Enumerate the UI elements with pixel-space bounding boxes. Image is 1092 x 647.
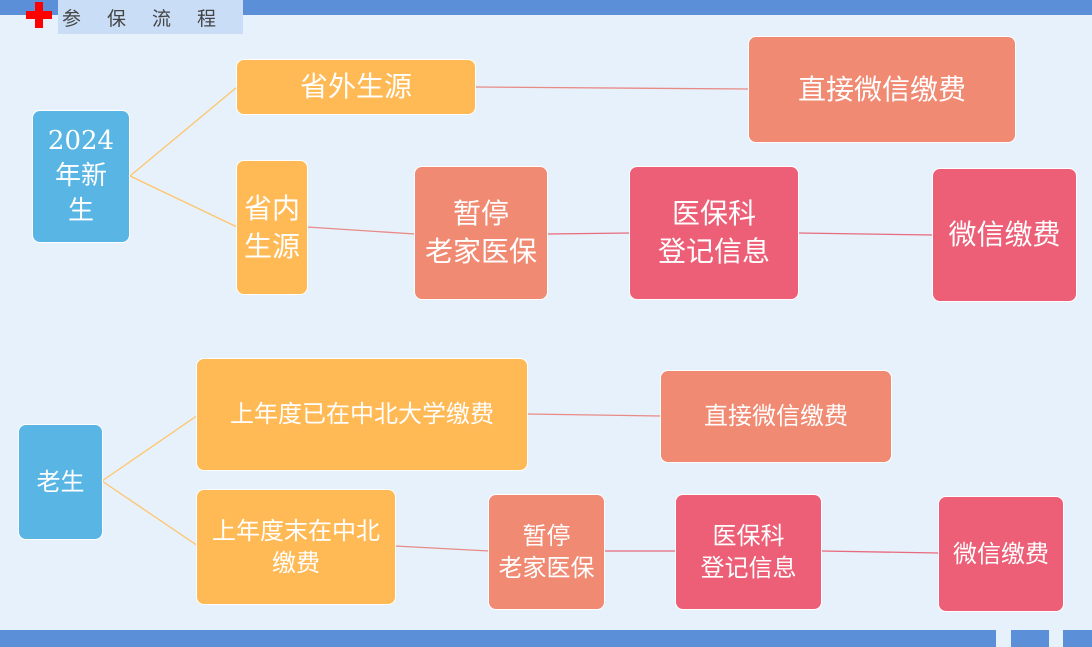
node-direct-wechat-pay: 直接微信缴费 bbox=[748, 36, 1016, 143]
node-wechat-pay-old: 微信缴费 bbox=[938, 496, 1064, 612]
red-cross-icon bbox=[26, 2, 52, 28]
link-outprov-pay bbox=[474, 86, 750, 90]
node-register-at-insurance-office: 医保科 登记信息 bbox=[629, 166, 799, 300]
node-new-students: 2024 年新 生 bbox=[32, 110, 130, 243]
node-suspend-hometown-insurance-old: 暂停 老家医保 bbox=[488, 494, 605, 610]
bottom-bar-segment-2 bbox=[1011, 630, 1049, 647]
node-out-of-province: 省外生源 bbox=[236, 59, 476, 115]
node-paid-last-year: 上年度已在中北大学缴费 bbox=[196, 358, 528, 471]
link-root-inprov bbox=[129, 175, 238, 228]
link-step1-step2 bbox=[546, 232, 631, 235]
link-notpaid-step1 bbox=[394, 545, 490, 552]
link-paid-pay bbox=[526, 413, 662, 417]
bottom-bar-segment-1 bbox=[0, 630, 996, 647]
link-root-outprov bbox=[129, 86, 238, 177]
node-direct-wechat-pay-old: 直接微信缴费 bbox=[660, 370, 892, 463]
top-bar bbox=[0, 0, 1092, 15]
node-in-province: 省内 生源 bbox=[236, 160, 308, 295]
bottom-bar-segment-3 bbox=[1063, 630, 1092, 647]
link-old-paid bbox=[101, 414, 199, 482]
node-wechat-pay: 微信缴费 bbox=[932, 168, 1077, 302]
node-not-paid-last-year: 上年度末在中北 缴费 bbox=[196, 489, 396, 605]
link-step2-step3 bbox=[797, 232, 934, 236]
node-register-at-insurance-office-old: 医保科 登记信息 bbox=[675, 494, 822, 610]
page-title: 参保流程 bbox=[58, 0, 243, 34]
node-old-students: 老生 bbox=[18, 424, 103, 540]
link-inprov-step1 bbox=[306, 226, 416, 235]
node-suspend-hometown-insurance: 暂停 老家医保 bbox=[414, 166, 548, 300]
link-old-step2-step3 bbox=[820, 550, 940, 554]
link-old-notpaid bbox=[101, 480, 199, 547]
